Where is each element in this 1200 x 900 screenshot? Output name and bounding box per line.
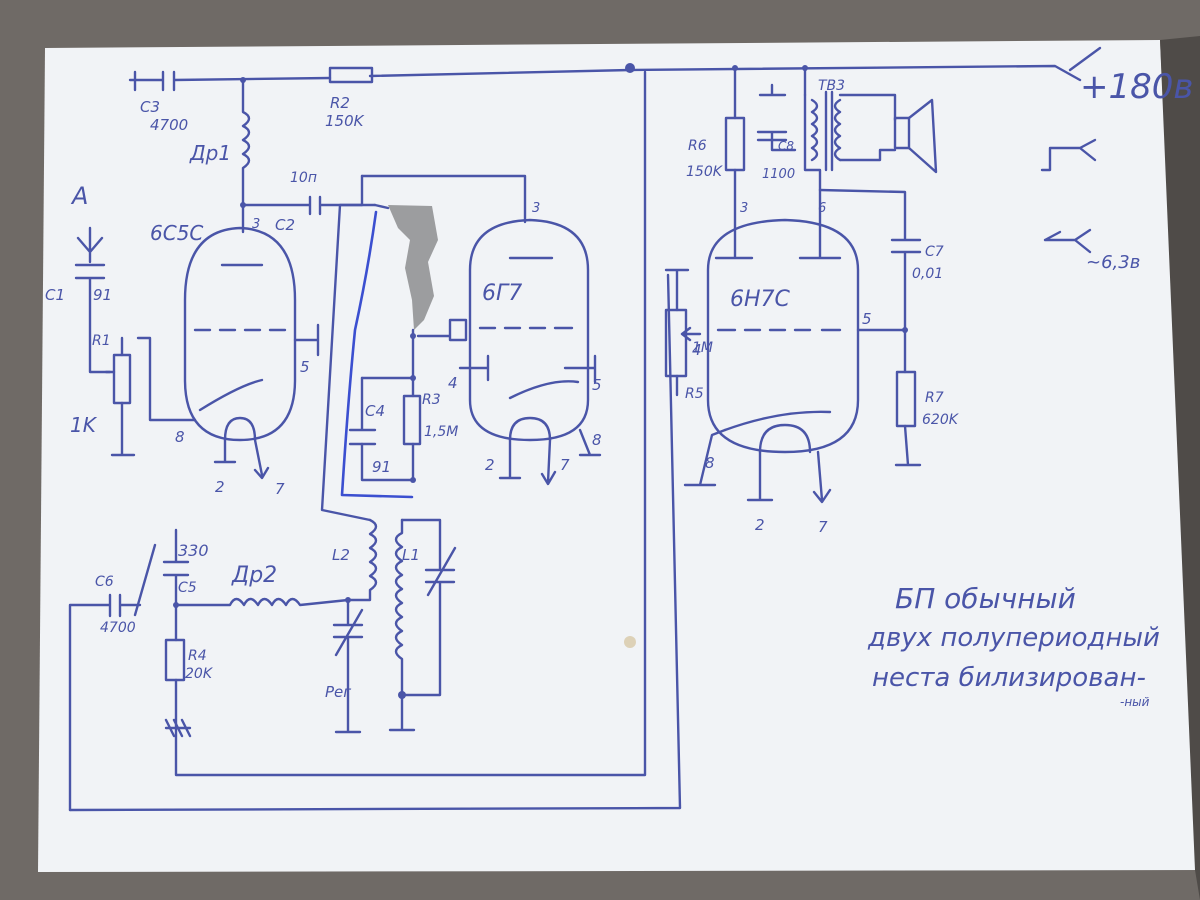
t1-pin5: 5 [300,358,310,376]
note-line2: двух полупериодный [867,623,1160,653]
r1-label: R1 [92,333,111,349]
dr1-label: Др1 [189,141,231,165]
t2-pin7: 7 [560,456,570,474]
grid-leak-r3-c4 [340,174,422,499]
paper-shadow [1160,36,1200,900]
c7-value: 0,01 [912,266,943,282]
supply-180v-label: +180в [1080,67,1193,107]
coupling-c7-r7 [818,188,922,467]
r4-value: 20K [185,666,214,682]
t1-pin2: 2 [215,478,225,496]
tube3-label: 6Н7С [730,287,791,312]
t3-pin2: 2 [755,516,765,534]
c1-value: 91 [93,286,112,304]
c8-label: C8 [778,139,794,153]
r6-value: 150K [686,164,724,180]
paper-stain [624,636,636,648]
tr3-label: ТВ3 [818,78,845,94]
c4-value: 91 [372,458,391,476]
r3-value: 1,5M [424,424,458,440]
r5-value: 1М [692,340,713,356]
c7-label: C7 [925,244,944,260]
regen-circuit [68,70,682,812]
r6-label: R6 [688,138,707,154]
r4-label: R4 [188,648,207,664]
antenna-label: A [70,182,88,210]
t3-pin8: 8 [705,454,715,472]
note-line1: БП обычный [895,582,1076,615]
c3-value: 4700 [150,116,188,134]
output-transformer [756,83,938,192]
choke-dr1 [241,78,251,207]
r3-label: R3 [422,392,441,408]
reg-label: Рег [325,683,351,701]
l1-label: L1 [402,546,420,564]
tube2-label: 6Г7 [482,281,522,306]
r2-value: 150K [325,112,365,130]
power-supply-note: БП обычный двух полупериодный неста били… [867,582,1160,709]
heater-label: ~6,3в [1086,252,1140,273]
tube-6g7 [360,174,602,486]
tube1-label: 6С5С [150,221,203,245]
t3-pin4: 4 [692,341,702,359]
t2-pin3: 3 [532,201,540,216]
r5-label: R5 [685,386,704,402]
right-terminals [1040,138,1097,254]
note-line4: -ный [1120,695,1150,709]
t2-pin4: 4 [448,374,458,392]
c1-label: C1 [45,286,65,304]
c5-label: C5 [178,580,197,596]
c6-value: 4700 [100,620,136,636]
c2-label: C2 [275,216,295,234]
r1-value: 1K [70,413,98,437]
t1-pin3: 3 [252,217,260,232]
paper-sheet [38,40,1200,872]
note-line3: неста билизирован- [872,663,1146,693]
c4-label: C4 [365,402,385,420]
erased-smudge [388,205,438,330]
r2-label: R2 [330,94,350,112]
t1-pin8: 8 [175,428,185,446]
l2-label: L2 [332,546,350,564]
top-rail [128,46,1102,92]
antenna-input [74,226,136,457]
t3-pin5: 5 [862,310,872,328]
feedback-wire [320,203,372,522]
t2-pin2: 2 [485,456,495,474]
coils-l1-l2 [332,518,457,734]
tube-6n7s [683,66,860,504]
c3-label: C3 [140,98,160,116]
t3-pin7: 7 [818,518,828,536]
tube-6c5c [136,203,320,480]
t3-pin6: 6 [818,201,826,216]
r7-value: 620K [922,412,960,428]
c5-value: 330 [178,541,209,560]
c6-label: C6 [95,574,114,590]
t2-pin8: 8 [592,431,602,449]
c8-value: 1100 [762,167,795,182]
c2-value: 10п [290,170,317,186]
t1-pin7: 7 [275,480,285,498]
t2-pin5: 5 [592,376,602,394]
t3-pin3: 3 [740,201,748,216]
r7-label: R7 [925,390,944,406]
volume-pot-r5 [664,268,702,397]
dr2-label: Др2 [231,563,277,588]
